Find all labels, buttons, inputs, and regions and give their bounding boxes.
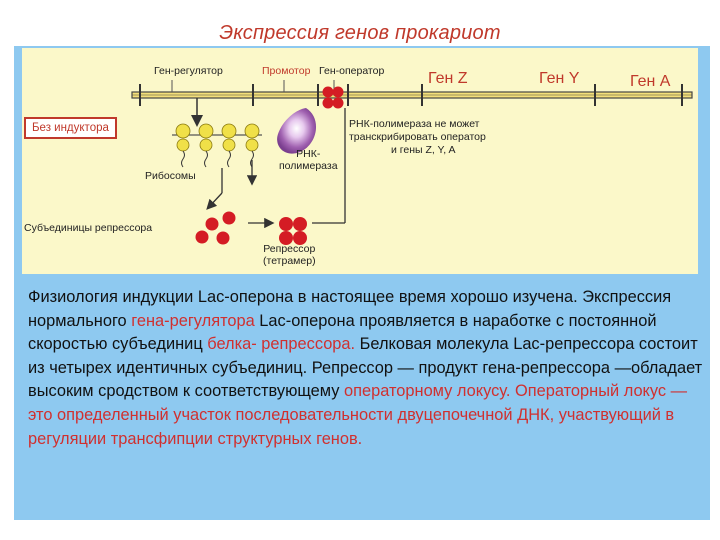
- label-gene-z: Ген Z: [428, 70, 468, 87]
- label-gene-y: Ген Y: [539, 70, 580, 87]
- gene-boundaries: [139, 84, 683, 106]
- text-highlight-operator-locus: операторному локусу.: [343, 382, 511, 401]
- label-polymerase-message: РНК-полимераза не может транскрибировать…: [349, 118, 486, 156]
- repressor-subunits: [195, 211, 236, 245]
- rna-polymerase-blob: [277, 108, 317, 154]
- text-highlight-regulator: гена-регулятора: [131, 311, 255, 330]
- label-no-inducer: Без индуктора: [24, 117, 117, 139]
- text-part-1: Физиология индукции Lac-оперона в настоя…: [28, 288, 672, 330]
- label-operator-gene: Ген-оператор: [319, 65, 385, 77]
- label-repressor-subunits: Субъединицы репрессора: [24, 222, 153, 234]
- diagram-graphics: [131, 80, 693, 245]
- description-text: Физиология индукции Lac-оперона в настоя…: [28, 286, 708, 451]
- label-ribosomes: Рибосомы: [145, 170, 196, 182]
- repressor-tetramer: [279, 217, 307, 245]
- lac-operon-diagram: Ген-регулятор Промотор Ген-оператор Ген …: [22, 48, 698, 274]
- label-repressor-tetramer: Репрессор (тетрамер): [263, 243, 316, 267]
- text-part-3: Белковая молекула Lac-репрессора состоит…: [28, 335, 703, 401]
- label-regulator-gene: Ген-регулятор: [154, 65, 223, 77]
- label-gene-a: Ген A: [630, 73, 671, 90]
- text-highlight-repressor: белка- репрессора.: [207, 335, 356, 354]
- label-promoter: Промотор: [262, 65, 311, 77]
- text-part-2: Lac-оперона проявляется в наработке с по…: [28, 311, 657, 354]
- dna-strand: [131, 91, 693, 99]
- text-operator-definition: Операторный локус — это определенный уча…: [28, 382, 688, 448]
- slide-title: Экспрессия генов прокариот: [219, 22, 501, 44]
- assembly-line: [246, 108, 346, 229]
- ribosomes-on-mrna: [172, 123, 262, 168]
- repressor-on-operator: [322, 86, 344, 109]
- translation-arrow: [206, 168, 223, 210]
- label-rna-polymerase: РНК- полимераза: [279, 148, 338, 172]
